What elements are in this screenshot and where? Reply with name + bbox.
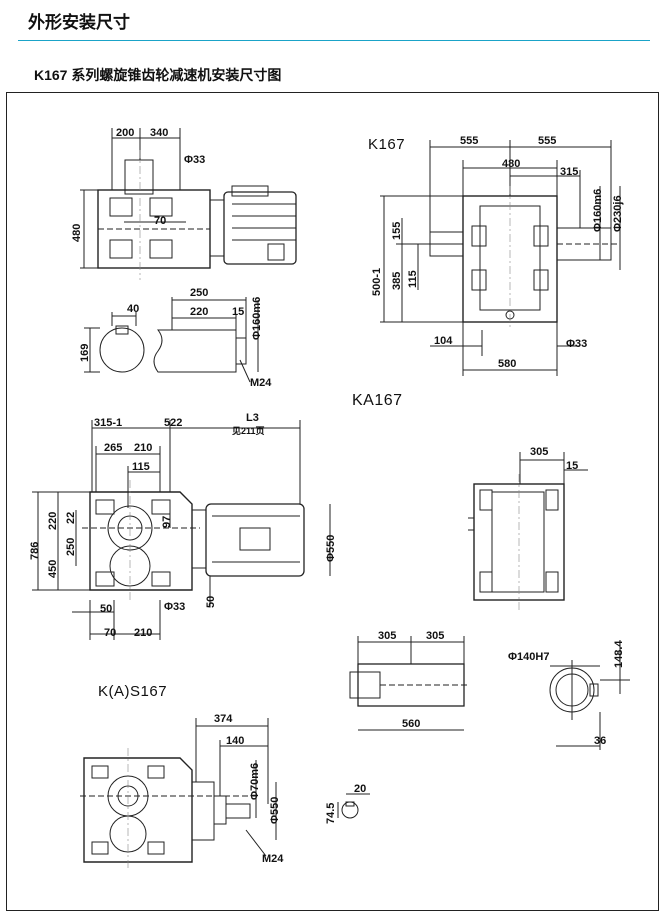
title-divider <box>18 40 650 41</box>
k167-shaft-detail <box>84 297 259 383</box>
dim-label: 220 <box>47 511 59 530</box>
dim-label: 450 <box>47 559 59 578</box>
section-title-ka167: KA167 <box>352 392 403 409</box>
dim-label: 265 <box>104 442 123 454</box>
dim-label: M24 <box>250 377 272 389</box>
dim-label: 155 <box>391 221 403 240</box>
dim-label: 374 <box>214 713 233 725</box>
dim-label: Φ160m6 <box>251 296 263 340</box>
ka167-hollow-shaft-view <box>349 636 470 731</box>
dim-label: L3 <box>246 412 259 424</box>
dim-label: 315-1 <box>94 417 123 429</box>
dim-label: 70 <box>104 627 117 639</box>
dim-label: 15 <box>232 306 245 318</box>
dim-label: 522 <box>164 417 183 429</box>
ka167-front-view <box>32 420 331 640</box>
dim-label: Φ33 <box>184 154 206 166</box>
dim-label: Φ550 <box>325 534 337 562</box>
dim-label: 305 <box>378 630 397 642</box>
dim-label: 315 <box>560 166 579 178</box>
ka167-bore-detail <box>549 640 630 750</box>
kas167-view <box>80 718 370 863</box>
dim-label: 70 <box>154 215 167 227</box>
dim-label: 210 <box>134 442 153 454</box>
ka167-right-view <box>468 452 588 601</box>
dim-note: 见211页 <box>232 426 265 436</box>
dim-label: 115 <box>407 270 419 288</box>
dim-label: 250 <box>65 537 77 556</box>
dim-label: 555 <box>460 135 479 147</box>
drawing-frame <box>6 92 659 911</box>
dim-label: 200 <box>116 127 135 139</box>
dim-label: 340 <box>150 127 169 139</box>
dim-label: Φ550 <box>269 796 281 824</box>
dim-label: 305 <box>530 446 549 458</box>
dim-label: 115 <box>132 461 150 473</box>
dim-label: 786 <box>29 541 41 560</box>
dim-label: 220 <box>190 306 209 318</box>
page-title: 外形安装尺寸 <box>28 13 130 32</box>
dim-label: 305 <box>426 630 445 642</box>
dim-label: 169 <box>79 343 91 362</box>
dim-label: 15 <box>566 460 579 472</box>
dim-label: 210 <box>134 627 153 639</box>
dim-label: 385 <box>391 271 403 290</box>
dim-label: 74.5 <box>325 802 337 824</box>
dim-label: 480 <box>502 158 521 170</box>
dim-label: 580 <box>498 358 517 370</box>
dim-label: 140 <box>226 735 245 747</box>
dim-label: 50 <box>100 603 113 615</box>
dim-label: 36 <box>594 735 607 747</box>
dim-label: Φ70m6 <box>249 762 261 800</box>
dim-label: Φ140H7 <box>508 651 550 663</box>
dim-label: 560 <box>402 718 421 730</box>
dim-label: 104 <box>434 335 453 347</box>
dim-label: Φ33 <box>566 338 588 350</box>
dim-label: 22 <box>65 511 77 524</box>
dim-label: 480 <box>71 223 83 242</box>
dim-label: Φ230j6 <box>612 195 624 232</box>
dim-label: 40 <box>127 303 140 315</box>
dim-label: 555 <box>538 135 557 147</box>
dim-label: Φ160m6 <box>592 188 604 232</box>
dim-label: M24 <box>262 853 284 865</box>
dim-label: 20 <box>354 783 367 795</box>
section-title-kas167: K(A)S167 <box>98 683 168 700</box>
dim-label: 250 <box>190 287 209 299</box>
dim-label: 97 <box>161 515 173 528</box>
dim-label: 148.4 <box>613 640 625 668</box>
dim-label: 50 <box>205 595 217 608</box>
section-title-k167: K167 <box>368 136 406 153</box>
k167-side-view <box>80 128 297 269</box>
dim-label: 500-1 <box>371 267 383 296</box>
dim-label: Φ33 <box>164 601 186 613</box>
drawing-subtitle: K167 系列螺旋锥齿轮减速机安装尺寸图 <box>34 67 282 83</box>
